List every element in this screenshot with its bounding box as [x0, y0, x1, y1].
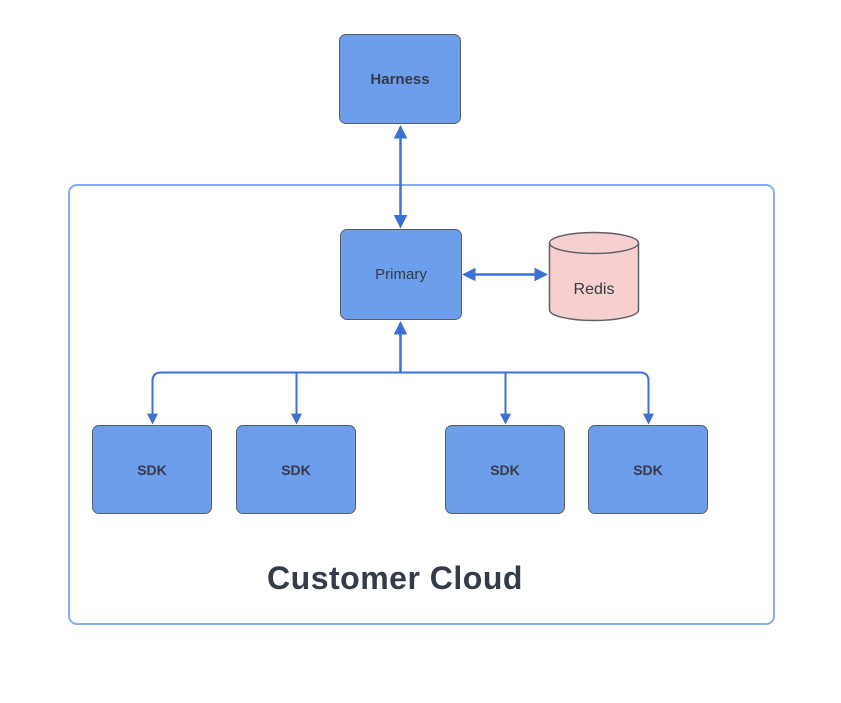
node-redis: Redis	[548, 230, 640, 322]
node-sdk-3: SDK	[445, 425, 565, 514]
node-sdk-2-label: SDK	[281, 461, 311, 478]
node-sdk-4-label: SDK	[633, 461, 663, 478]
node-primary-label: Primary	[375, 266, 427, 283]
node-harness-label: Harness	[370, 70, 430, 88]
customer-cloud-frame	[68, 184, 775, 625]
node-sdk-4: SDK	[588, 425, 708, 514]
node-harness: Harness	[339, 34, 461, 124]
node-sdk-1: SDK	[92, 425, 212, 514]
database-cylinder-icon	[548, 231, 640, 322]
node-sdk-1-label: SDK	[137, 461, 167, 478]
node-sdk-2: SDK	[236, 425, 356, 514]
node-redis-label: Redis	[573, 281, 615, 298]
node-primary: Primary	[340, 229, 462, 320]
customer-cloud-label: Customer Cloud	[267, 560, 523, 596]
node-sdk-3-label: SDK	[490, 461, 520, 478]
